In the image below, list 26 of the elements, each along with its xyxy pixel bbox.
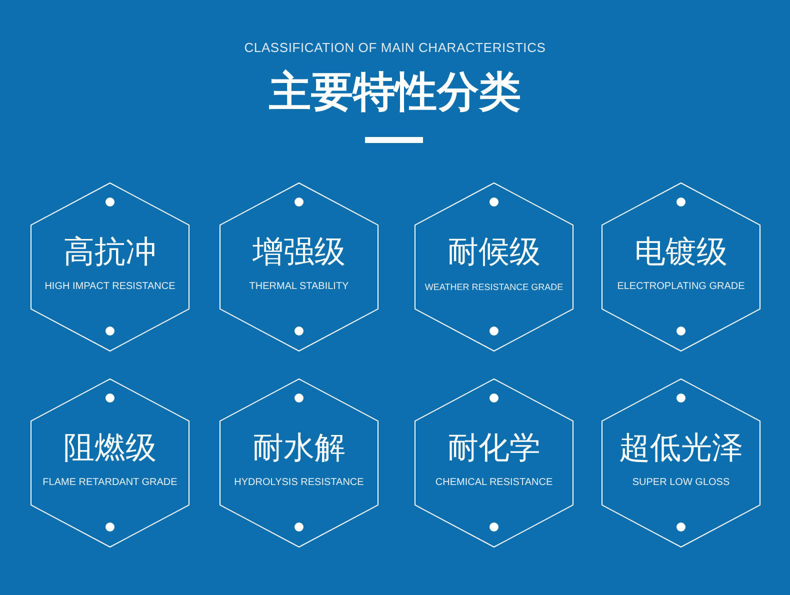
hexagon-card [219, 378, 379, 548]
characteristic-name: 耐化学 [446, 429, 542, 468]
hexagon-card [30, 182, 190, 352]
english-caption: CHEMICAL RESISTANCE [434, 476, 554, 490]
hexagon-card [601, 378, 761, 548]
characteristic-name: 高抗冲 [62, 233, 158, 272]
characteristic-name: 阻燃级 [62, 429, 158, 468]
characteristic-name: 耐水解 [252, 429, 346, 468]
title: 主要特性分类 [268, 66, 522, 118]
characteristic-name: 超低光泽 [618, 429, 744, 468]
characteristic-name: 电镀级 [634, 233, 728, 272]
hexagon-card [601, 182, 761, 352]
characteristic-name: 增强级 [252, 233, 346, 272]
hexagon-card [414, 378, 574, 548]
english-caption: HIGH IMPACT RESISTANCE [44, 280, 176, 294]
hexagon-card [414, 182, 574, 352]
english-caption: FLAME RETARDANT GRADE [42, 476, 178, 490]
english-caption: SUPER LOW GLOSS [631, 476, 731, 490]
english-caption: WEATHER RESISTANCE GRADE [424, 281, 564, 294]
english-caption: ELECTROPLATING GRADE [616, 280, 746, 294]
hexagon-card [30, 378, 190, 548]
characteristic-name: 耐候级 [446, 233, 542, 272]
hexagon-card [219, 182, 379, 352]
english-caption: HYDROLYSIS RESISTANCE [233, 476, 365, 490]
subtitle: CLASSIFICATION OF MAIN CHARACTERISTICS [243, 40, 547, 55]
english-caption: THERMAL STABILITY [248, 280, 350, 294]
